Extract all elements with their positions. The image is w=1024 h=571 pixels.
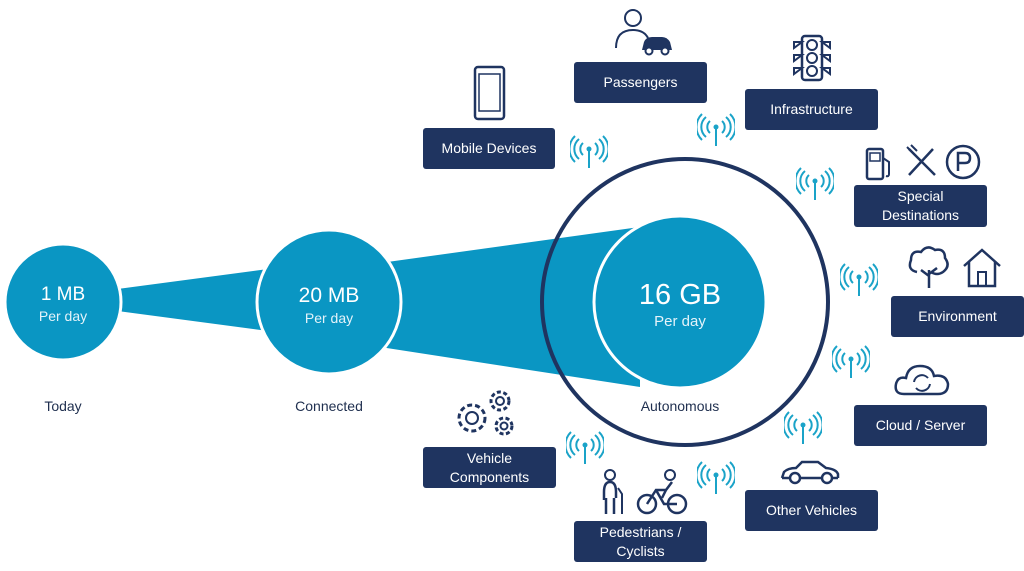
box-pedestrians-cyclists-line1: Pedestrians /: [599, 523, 682, 540]
cloud-sync-icon: [894, 364, 950, 396]
amount-connected: 20 MB: [298, 284, 360, 307]
box-passengers: Passengers: [574, 62, 707, 103]
antenna-icon-vehicle-components: [566, 431, 604, 464]
tree-icon: [908, 246, 949, 288]
bubble-today: [3, 242, 123, 362]
bubble-today-text: 1 MB Per day: [13, 283, 113, 325]
autonomous-ring: [540, 157, 830, 447]
box-special-destinations-line2: Destinations: [881, 207, 960, 223]
label-connected: Connected: [295, 398, 363, 414]
antenna-icon-pedestrians: [697, 461, 735, 494]
box-cloud-server: Cloud / Server: [854, 405, 987, 446]
house-icon: [963, 248, 1001, 288]
box-mobile-devices: Mobile Devices: [423, 128, 555, 169]
label-today: Today: [44, 398, 82, 414]
traffic-light-icon: [793, 34, 831, 82]
amount-today: 1 MB: [40, 284, 86, 305]
pedestrian-icon: [602, 469, 623, 514]
box-mobile-devices-label: Mobile Devices: [441, 140, 537, 156]
box-other-vehicles-label: Other Vehicles: [765, 502, 858, 518]
bubble-autonomous-text: 16 GB Per day: [610, 278, 750, 331]
funnel-segment-2: [380, 227, 640, 387]
antenna-icon-infrastructure: [796, 167, 834, 200]
fuel-pump-icon: [865, 147, 890, 181]
box-pedestrians-cyclists: Pedestrians / Cyclists: [574, 521, 707, 562]
car-icon: [780, 460, 840, 485]
antenna-icon-cloud: [832, 345, 870, 378]
antenna-icon-other-vehicles: [784, 411, 822, 444]
amount-autonomous: 16 GB: [638, 279, 722, 311]
cyclist-icon: [636, 469, 688, 515]
bubble-autonomous: [592, 214, 768, 390]
box-vehicle-components-line1: Vehicle: [466, 449, 513, 466]
per-day-connected: Per day: [304, 310, 354, 326]
per-day-today: Per day: [38, 308, 88, 324]
box-infrastructure-label: Infrastructure: [770, 101, 853, 117]
box-cloud-server-label: Cloud / Server: [875, 417, 966, 433]
per-day-autonomous: Per day: [654, 313, 706, 330]
box-vehicle-components: Vehicle Components: [423, 447, 556, 488]
antenna-icon-passengers: [697, 113, 735, 146]
parking-icon: [945, 144, 981, 180]
smartphone-icon: [473, 65, 506, 121]
antenna-icon-mobile: [570, 135, 608, 168]
antenna-icon-environment: [840, 263, 878, 296]
bubble-connected-text: 20 MB Per day: [269, 283, 389, 327]
gears-icon: [457, 390, 514, 436]
box-environment: Environment: [891, 296, 1024, 337]
box-environment-label: Environment: [918, 308, 997, 324]
funnel-segment-1: [110, 269, 268, 331]
box-special-destinations: Special Destinations: [854, 185, 987, 227]
box-infrastructure: Infrastructure: [745, 89, 878, 130]
restaurant-icon: [906, 144, 936, 176]
label-autonomous: Autonomous: [640, 398, 720, 414]
box-other-vehicles: Other Vehicles: [745, 490, 878, 531]
bubble-connected: [255, 228, 403, 376]
box-special-destinations-line1: Special: [897, 188, 944, 204]
box-passengers-label: Passengers: [603, 74, 678, 90]
person-car-icon: [615, 9, 672, 56]
box-vehicle-components-line2: Components: [449, 468, 530, 485]
box-pedestrians-cyclists-line2: Cyclists: [616, 542, 665, 559]
